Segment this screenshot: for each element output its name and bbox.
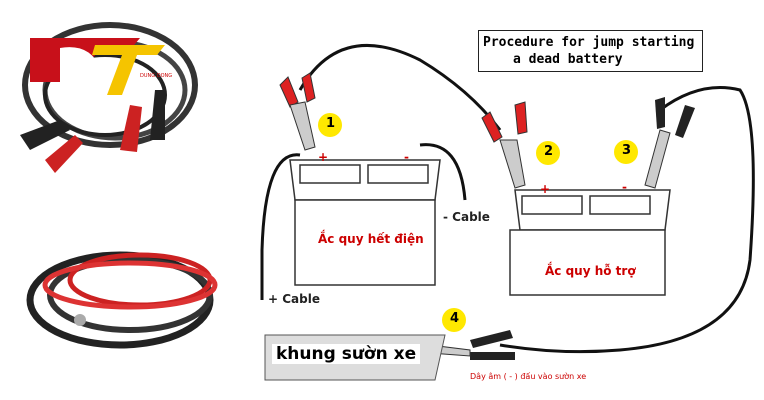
red-clamp-1 — [279, 72, 316, 151]
chassis-label: khung sườn xe — [272, 344, 421, 364]
title-line-2: a dead battery — [513, 52, 623, 67]
dead-plus-terminal: + — [318, 150, 329, 164]
red-clamp-2 — [481, 101, 528, 189]
battery-cables-photo — [26, 251, 218, 349]
helper-minus-terminal: - — [622, 180, 627, 194]
wires — [260, 44, 755, 354]
helper-battery — [509, 189, 671, 296]
step-1: 1 — [326, 116, 336, 131]
dead-battery-label: Ắc quy hết điện — [318, 232, 424, 246]
step-2: 2 — [544, 144, 554, 159]
helper-battery-label: Ắc quy hỗ trợ — [545, 264, 636, 278]
step-markers — [318, 113, 638, 332]
dead-battery — [289, 159, 441, 286]
black-clamp-3 — [644, 97, 695, 189]
negative-cable-label: - Cable — [443, 210, 490, 224]
logo: DUNG DONG — [30, 38, 172, 95]
positive-cable-label: + Cable — [268, 292, 320, 306]
dead-minus-terminal: - — [404, 150, 409, 164]
svg-text:DUNG DONG: DUNG DONG — [140, 73, 172, 79]
helper-plus-terminal: + — [540, 182, 551, 196]
procedure-title: Procedure for jump starting a dead batte… — [478, 30, 703, 72]
title-line-1: Procedure for jump starting — [483, 35, 695, 50]
step-3: 3 — [622, 143, 632, 158]
negative-to-chassis-note: Dây âm ( - ) đấu vào sườn xe — [470, 372, 587, 381]
step-4: 4 — [450, 311, 460, 326]
